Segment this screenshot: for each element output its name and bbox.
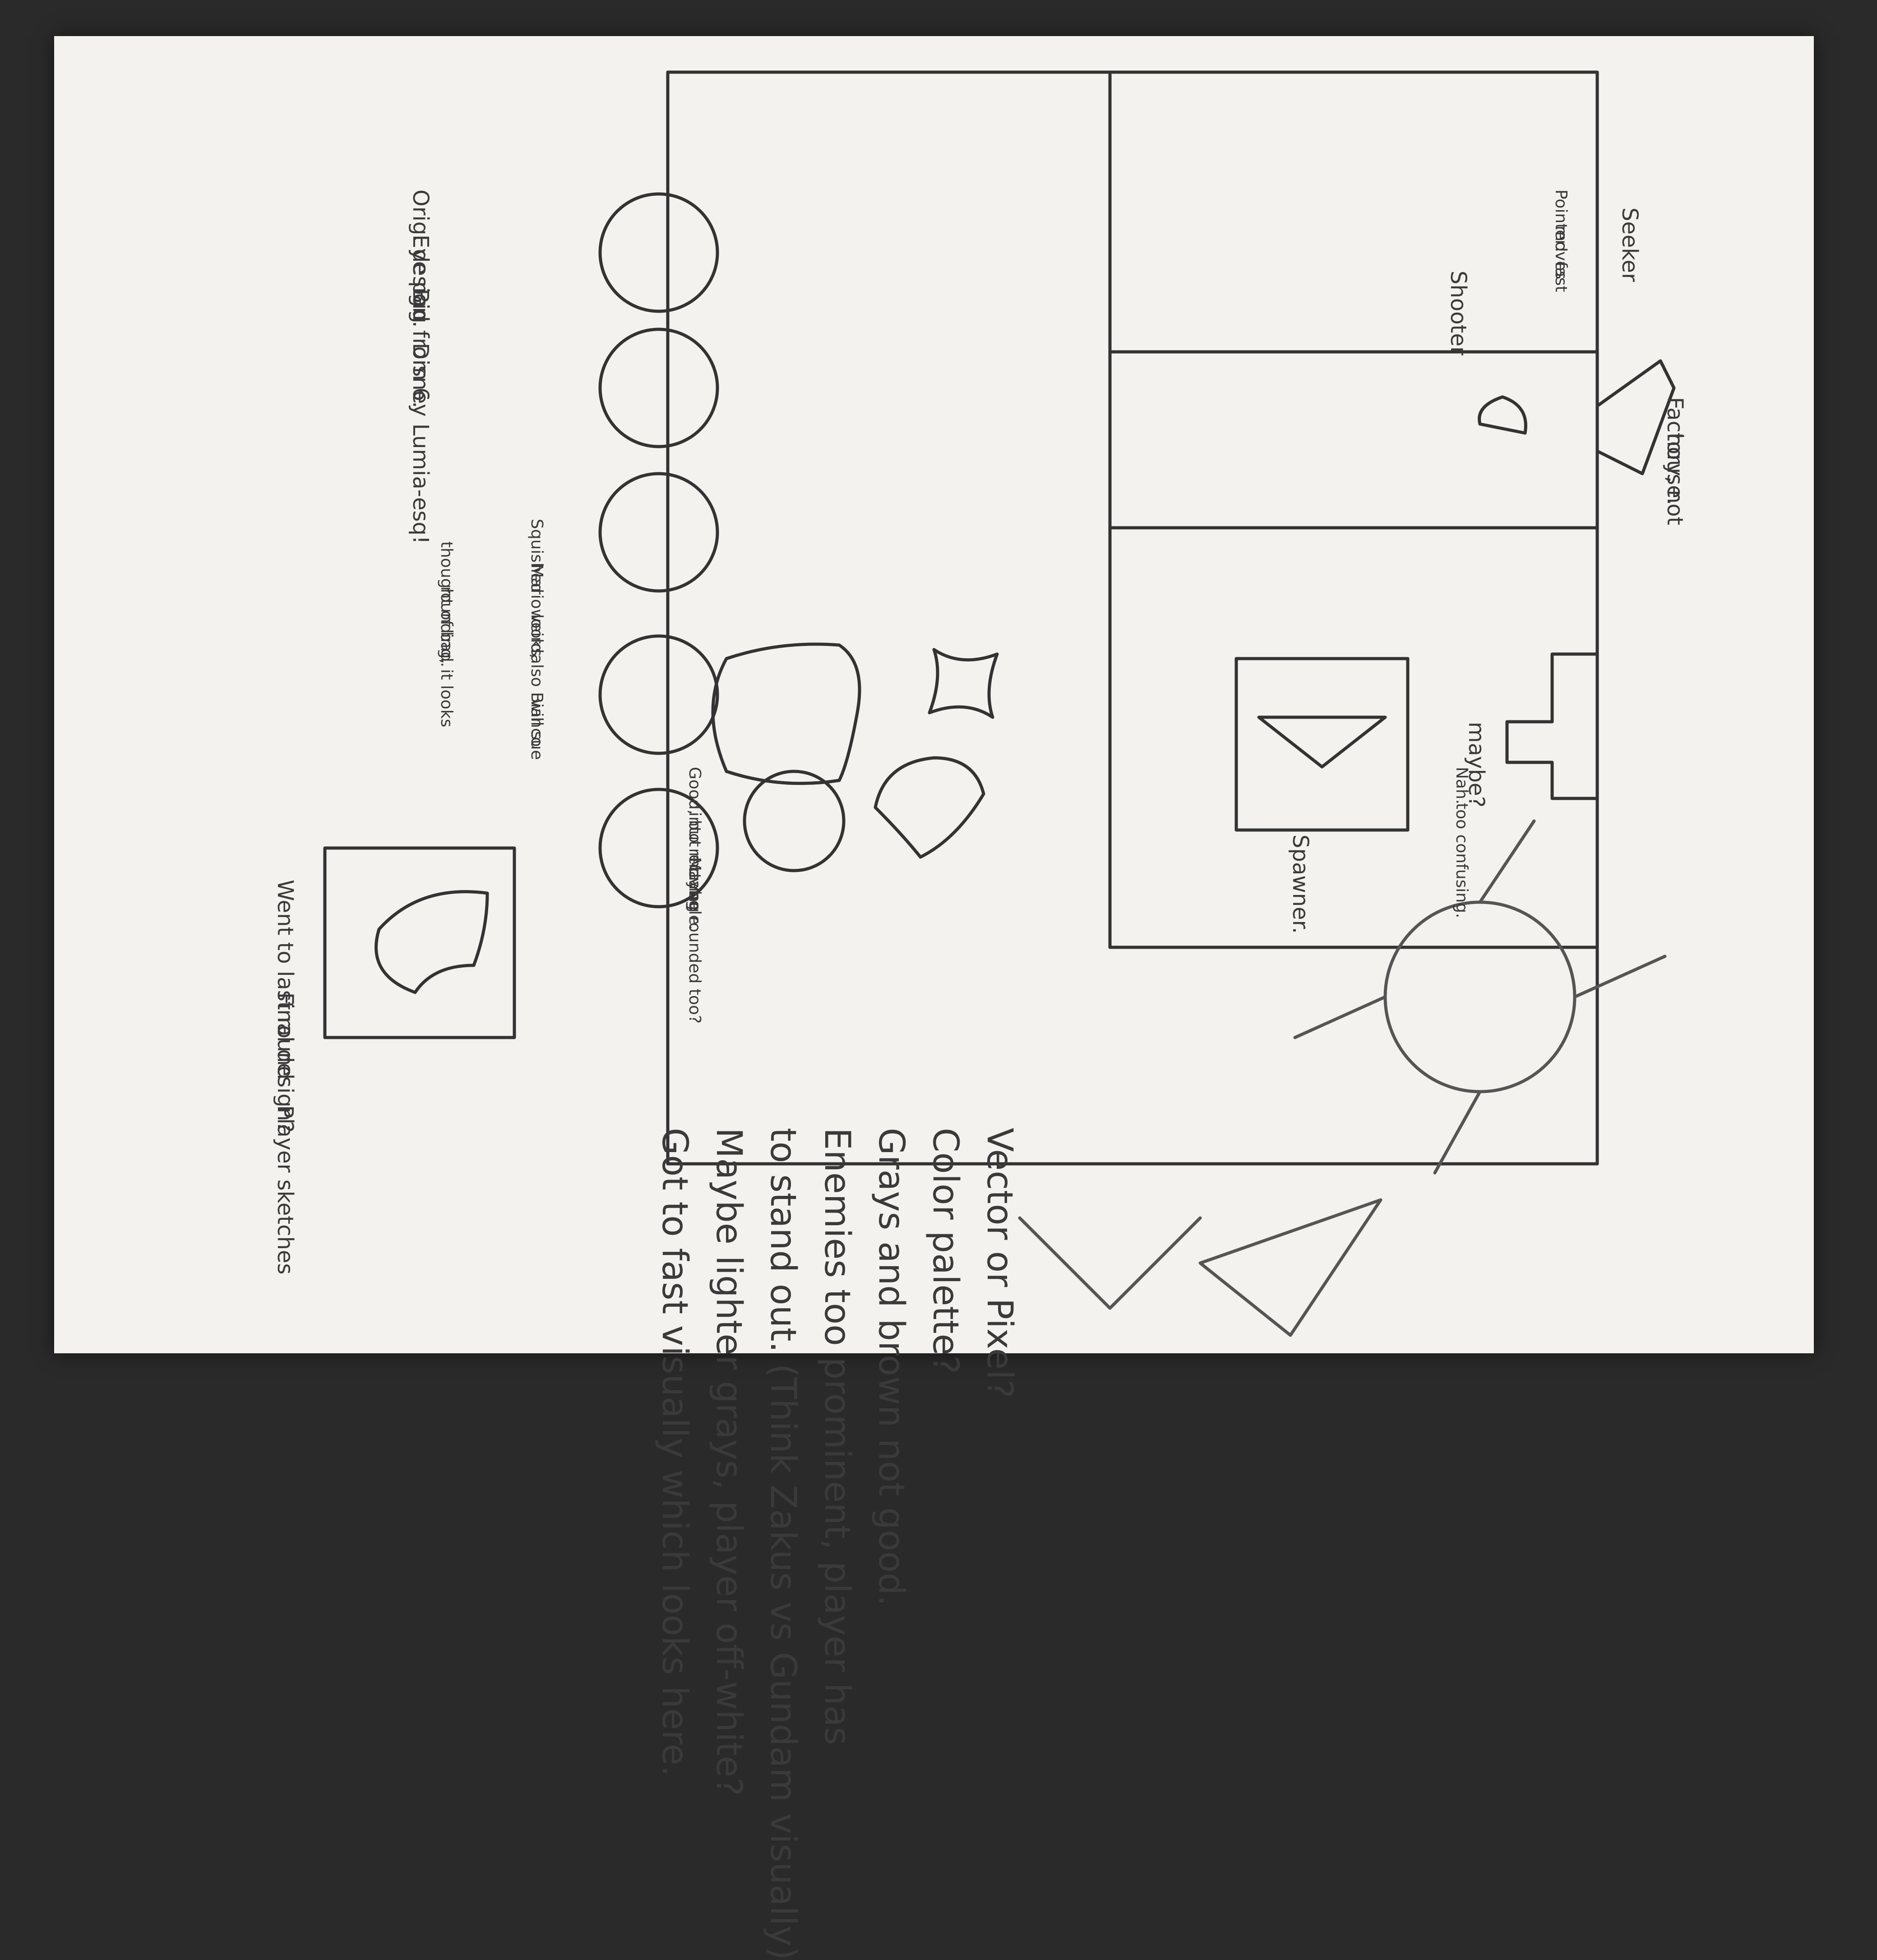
note-maybe-lighter: Maybe lighter grays, player off-white? [708, 1128, 749, 1796]
enemy-frame [666, 70, 1676, 1166]
note-enemies-1: Enemies too prominent, player has [817, 1128, 857, 1745]
faces-column [598, 192, 719, 909]
note-thought-3: bad. [437, 632, 456, 668]
star-core [1383, 900, 1576, 1093]
face-sketch [598, 327, 719, 448]
note-color-palette: Color palette? [925, 1128, 966, 1374]
face-sketch [598, 788, 719, 909]
house-sketch [1505, 652, 1599, 800]
rounded-face-sketch [743, 770, 846, 872]
shooter-sketch [1478, 395, 1527, 435]
star-sketches [1018, 819, 1667, 1337]
squished-square-sketch [928, 648, 999, 719]
note-grays-brown: Grays and brown not good. [871, 1128, 911, 1606]
design-row [323, 642, 999, 1039]
factory-sketch [1595, 359, 1676, 475]
label-spawner: Spawner. [1288, 835, 1313, 934]
bean-shape-sketch [874, 756, 985, 859]
label-factory-2: house. [1662, 433, 1687, 506]
note-player-sketches: Player sketches [273, 1105, 298, 1275]
note-squished-5: will sue [527, 699, 546, 760]
face-sketch [598, 472, 719, 593]
enemy-grid-lines [1108, 70, 1599, 949]
face-sketch [598, 192, 719, 313]
note-good-3: Maybe rounded too? [685, 857, 704, 1024]
enemy-border [666, 70, 1599, 1166]
arrow-sketch [1198, 1198, 1382, 1337]
label-nah-2: too confusing. [1452, 803, 1471, 918]
arrow-sketch [1018, 1216, 1202, 1310]
sketches-svg [323, 70, 1676, 1337]
spawner-triangle [1257, 715, 1387, 769]
note-got-fast: Got to fast visually which looks here. [654, 1128, 695, 1777]
note-disney: Disney Lumia-esq! [408, 343, 433, 544]
rotated-notebook: Went to last round Orig. design. Eye pad… [54, 36, 1814, 1960]
label-shooter: Shooter [1446, 271, 1471, 355]
label-pointer-3: fast [1552, 262, 1570, 292]
note-squished-3: weird, [527, 609, 546, 659]
note-enemies-2: to stand out. (Think Zakus vs Gundam vis… [763, 1128, 803, 1960]
final-design-frame [323, 846, 516, 1039]
photo-scene: Went to last round Orig. design. Eye pad… [54, 36, 1814, 1960]
note-vector-pixel: Vector or Pixel? [979, 1128, 1020, 1398]
label-nah-1: Nah. [1452, 767, 1471, 805]
final-design-shape [374, 890, 489, 994]
star-spikes [1293, 819, 1667, 1175]
label-seeker: Seeker [1617, 208, 1642, 282]
face-sketch [598, 634, 719, 755]
rounded-square-sketch [711, 642, 861, 785]
spawner-frame [1234, 657, 1410, 832]
